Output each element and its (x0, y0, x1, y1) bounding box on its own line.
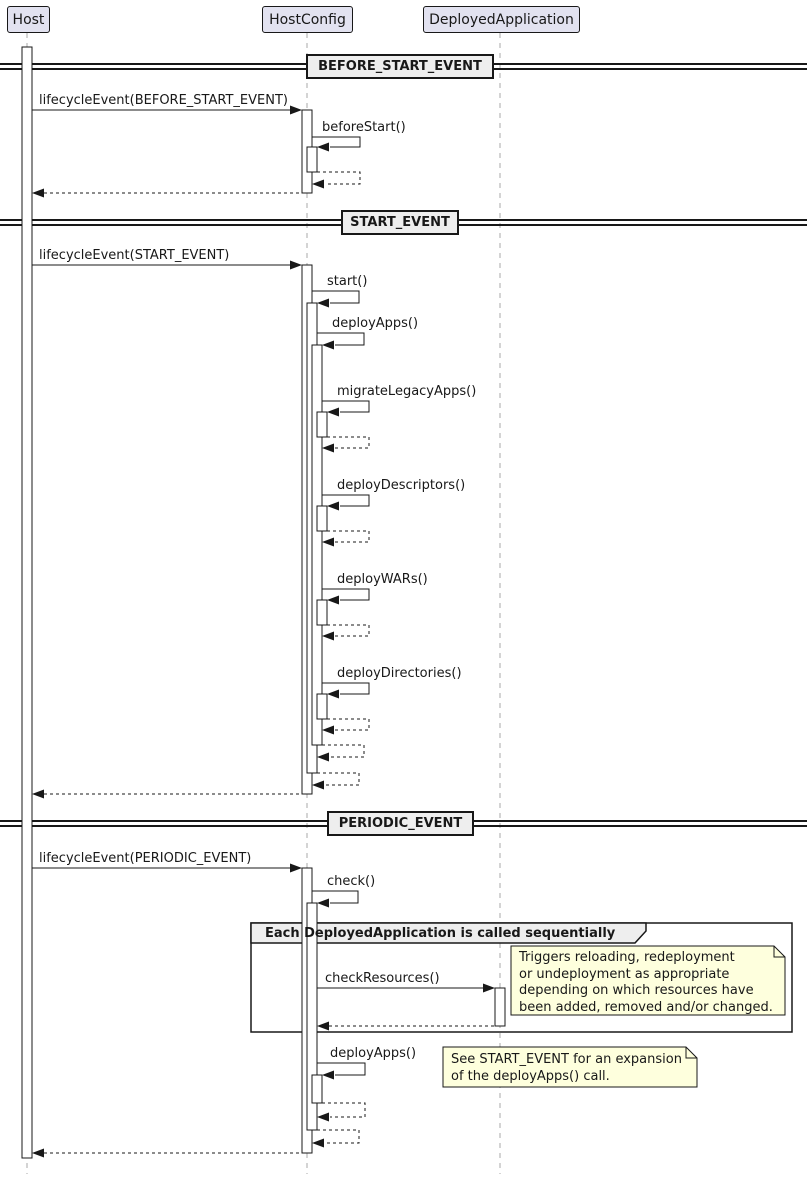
note-check-resources (510, 945, 786, 1016)
message-label-deploywars: deployWARs() (337, 572, 428, 587)
group-frame-header (250, 922, 647, 944)
hostconfig-activation-deployapps-call (311, 344, 323, 746)
arrow-deploydirectories-self (322, 682, 370, 695)
note-line: been added, removed and/or changed. (519, 999, 773, 1015)
message-label-beforestart: beforeStart() (322, 120, 406, 135)
participant-deployed-application-label: DeployedApplication (429, 11, 574, 28)
deployedapplication-activation (494, 987, 506, 1027)
arrow-migratelegacyapps-self (322, 400, 370, 413)
message-label-lifecycle-periodic: lifecycleEvent(PERIODIC_EVENT) (39, 851, 252, 866)
hostconfig-activation-deploydescriptors (316, 505, 328, 532)
return-beforestart (317, 171, 361, 185)
divider-periodic-event: PERIODIC_EVENT (338, 816, 463, 831)
note-line: See START_EVENT for an expansion (451, 1052, 682, 1067)
hostconfig-activation-deployapps-periodic (311, 1074, 323, 1104)
divider-start-event: START_EVENT (350, 215, 450, 230)
note-check-resources-fold (773, 946, 785, 958)
notes-shapes (442, 945, 786, 1088)
note-line: or undeployment as appropriate (519, 966, 730, 982)
arrow-check-self (312, 890, 359, 904)
note-deploy-apps-fold (685, 1047, 697, 1059)
arrow-deploydescriptors-self (322, 494, 370, 507)
hostconfig-activation-deploydirectories (316, 693, 328, 720)
message-label-deployapps: deployApps() (332, 316, 419, 331)
return-deploydirectories (327, 718, 370, 731)
host-activation (21, 46, 33, 1159)
return-messages (44, 171, 495, 1154)
divider-box-before-start (306, 54, 494, 79)
arrow-deploywars-self (322, 588, 370, 601)
message-label-check: check() (327, 874, 376, 889)
message-label-deploydescriptors: deployDescriptors() (337, 478, 466, 493)
arrow-deployapps-self (317, 332, 365, 346)
participant-host-label: Host (12, 11, 45, 28)
call-messages (32, 109, 484, 1076)
divider-before-start-event: BEFORE_START_EVENT (318, 59, 482, 74)
arrow-start-self (312, 290, 360, 304)
participant-host-config-label: HostConfig (269, 11, 346, 28)
return-start (317, 772, 360, 786)
return-deploydescriptors (327, 530, 370, 543)
message-label-start: start() (327, 274, 368, 289)
message-label-migratelegacyapps: migrateLegacyApps() (337, 384, 477, 399)
arrow-deployapps-periodic-self (317, 1062, 366, 1076)
message-label-checkresources: checkResources() (325, 971, 440, 986)
message-label-lifecycle-start: lifecycleEvent(START_EVENT) (39, 248, 230, 263)
note-line: depending on which resources have (519, 983, 754, 998)
divider-box-start (341, 210, 459, 235)
divider-box-periodic (327, 811, 474, 836)
hostconfig-activation-beforestart-call (306, 146, 318, 173)
participant-deployed-application: DeployedApplication (423, 6, 580, 33)
arrow-heads (32, 105, 495, 1158)
return-migratelegacyapps (327, 436, 370, 449)
arrow-beforestart-self (312, 136, 361, 148)
message-label-deployapps-periodic: deployApps() (330, 1046, 417, 1061)
return-deploywars (327, 624, 370, 637)
participant-host: Host (7, 6, 50, 33)
activation-bars (21, 46, 506, 1159)
note-deploy-apps-text: See START_EVENT for an expansion of the … (451, 1052, 682, 1085)
return-check (317, 1129, 360, 1144)
hostconfig-activation-deploywars (316, 599, 328, 626)
participant-host-config: HostConfig (262, 6, 353, 33)
hostconfig-activation-check-call (306, 902, 318, 1131)
group-frame (250, 922, 793, 1033)
group-frame-title: Each DeployedApplication is called seque… (265, 926, 616, 941)
message-label-lifecycle-before-start: lifecycleEvent(BEFORE_START_EVENT) (39, 93, 288, 108)
lifelines (26, 33, 501, 1174)
hostconfig-activation-migratelegacyapps (316, 411, 328, 438)
divider-lines (0, 63, 807, 827)
divider-boxes (306, 54, 494, 836)
note-deploy-apps (442, 1046, 698, 1088)
return-deployapps (322, 744, 365, 758)
note-check-resources-text: Triggers reloading, redeployment or unde… (519, 950, 773, 1016)
message-label-deploydirectories: deployDirectories() (337, 666, 462, 681)
return-deployapps-periodic (322, 1102, 366, 1118)
note-line: of the deployApps() call. (451, 1068, 610, 1084)
note-line: Triggers reloading, redeployment (519, 950, 735, 965)
